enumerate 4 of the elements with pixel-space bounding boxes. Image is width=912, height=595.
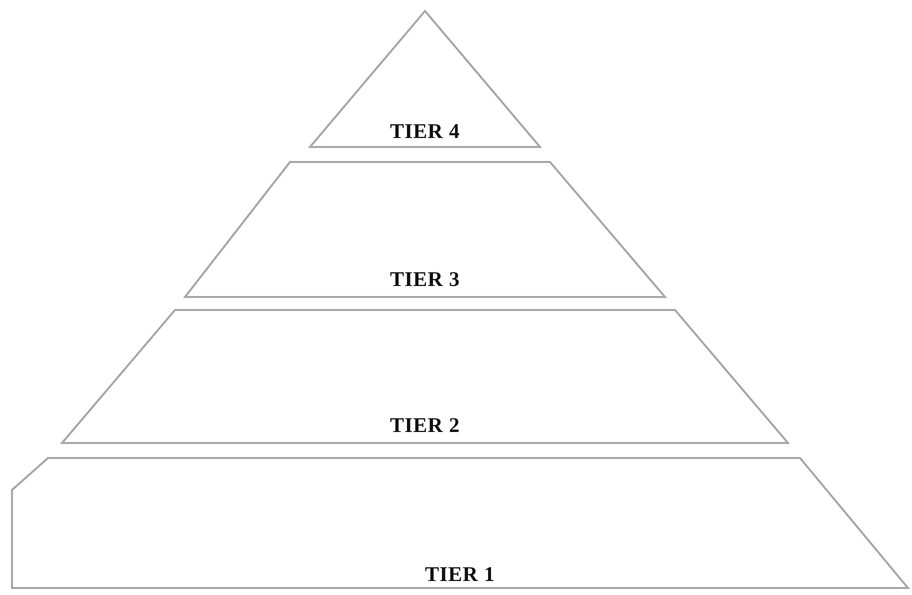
tier-label: TIER 3: [390, 267, 460, 292]
tier-label: TIER 1: [424, 562, 496, 587]
tier-label: TIER 4: [390, 119, 460, 144]
tier-label: TIER 2: [390, 413, 460, 438]
